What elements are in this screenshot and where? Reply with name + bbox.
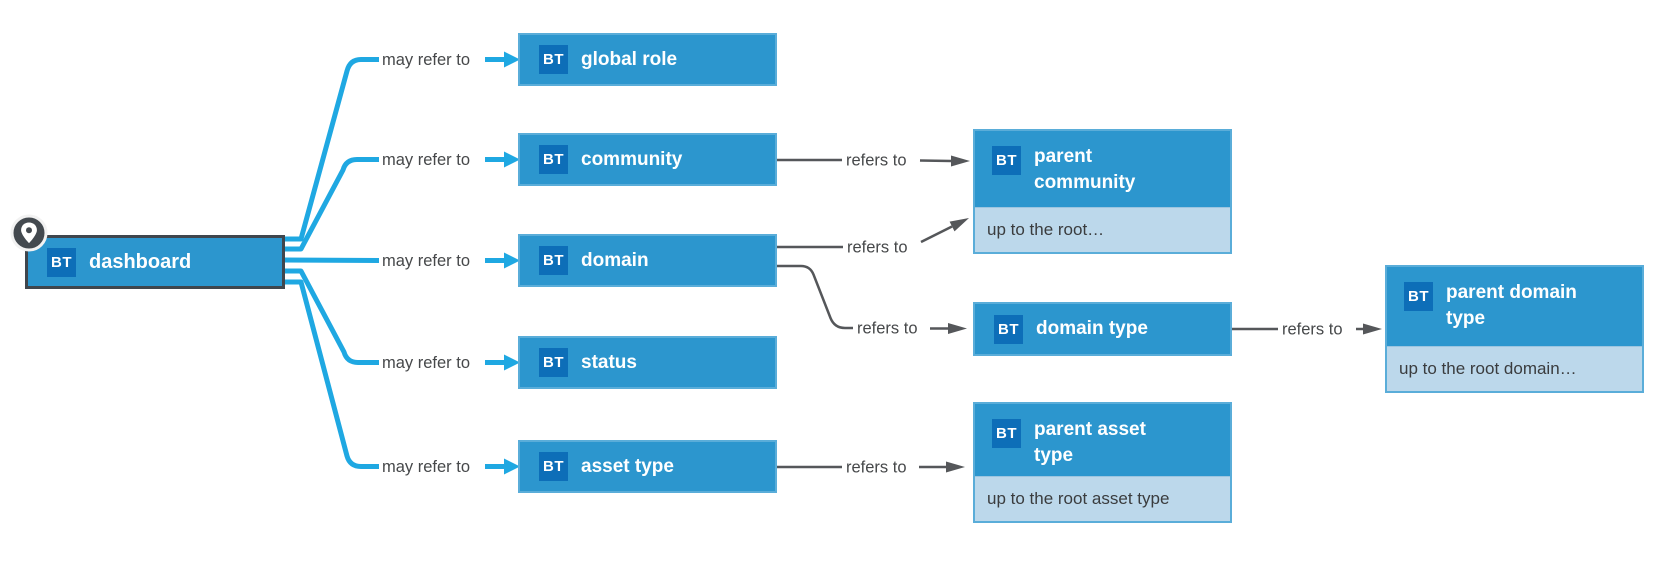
node-label: domain [581,249,649,271]
arrowhead-community [504,151,520,168]
bt-badge: BT [992,146,1021,175]
edge-domain-parent-community-2 [920,225,953,244]
node-label: parent asset type [1034,419,1146,466]
node-title-area: BT parent asset type [975,404,1230,476]
node-parent-community[interactable]: BT parent community up to the root… [973,129,1232,254]
edge-label-may-refer-to-4: may refer to [382,354,470,372]
node-dashboard[interactable]: BT dashboard [25,235,285,289]
bt-badge: BT [539,246,568,275]
arrowhead-parent-asset-type [946,461,965,473]
edge-label-may-refer-to-1: may refer to [382,51,470,69]
edge-dashboard-asset-type [283,279,379,469]
bt-badge: BT [539,348,568,377]
node-label: parent community [1034,146,1136,193]
bt-badge: BT [47,247,76,277]
arrowhead-parent-community [951,155,970,167]
edge-label-refers-to-5: refers to [1282,321,1343,339]
arrowhead-status [504,354,520,371]
node-parent-domain-type[interactable]: BT parent domain type up to the root dom… [1385,265,1644,393]
edge-label-refers-to-2: refers to [847,239,908,257]
node-label: parent domain type [1446,282,1577,329]
edge-label-refers-to-3: refers to [857,320,918,338]
node-title-area: BT parent community [975,131,1230,207]
edge-community-parent-community-2 [919,159,952,163]
node-domain-type[interactable]: BT domain type [973,302,1232,356]
bt-badge: BT [539,45,568,74]
bt-badge: BT [1404,282,1433,311]
node-label: status [581,351,637,373]
edge-dashboard-status [283,268,379,365]
node-note: up to the root domain… [1387,346,1642,391]
node-label: dashboard [89,251,192,273]
arrowhead-global-role [504,51,520,68]
node-label: domain type [1036,318,1148,339]
node-parent-asset-type[interactable]: BT parent asset type up to the root asse… [973,402,1232,523]
node-community[interactable]: BT community [518,133,777,186]
bt-badge: BT [539,145,568,174]
node-label: community [581,148,683,170]
node-label: asset type [581,455,674,477]
bt-badge: BT [539,452,568,481]
node-global-role[interactable]: BT global role [518,33,777,86]
arrowhead-parent-domain-type [1363,323,1382,335]
node-status[interactable]: BT status [518,336,777,389]
arrowhead-domain [504,252,520,269]
edge-domain-domain-type [777,264,853,330]
arrowhead-domain-type [948,323,967,334]
edge-label-refers-to-4: refers to [846,459,907,477]
node-title-area: BT parent domain type [1387,267,1642,346]
bt-badge: BT [992,419,1021,448]
edge-label-may-refer-to-5: may refer to [382,458,470,476]
bt-badge: BT [994,314,1023,344]
edge-dashboard-global-role [283,57,379,242]
edge-label-refers-to-1: refers to [846,152,907,170]
node-note: up to the root asset type [975,476,1230,521]
edge-label-may-refer-to-3: may refer to [382,252,470,270]
edge-label-may-refer-to-2: may refer to [382,151,470,169]
arrowhead-asset-type [504,458,520,475]
arrowhead-parent-community-diagonal [949,218,969,232]
node-domain[interactable]: BT domain [518,234,777,287]
current-asset-pin-icon [10,214,48,252]
node-asset-type[interactable]: BT asset type [518,440,777,493]
node-label: global role [581,48,678,70]
edge-dashboard-domain [282,257,380,263]
node-note: up to the root… [975,207,1230,252]
edge-dashboard-community [283,157,379,252]
